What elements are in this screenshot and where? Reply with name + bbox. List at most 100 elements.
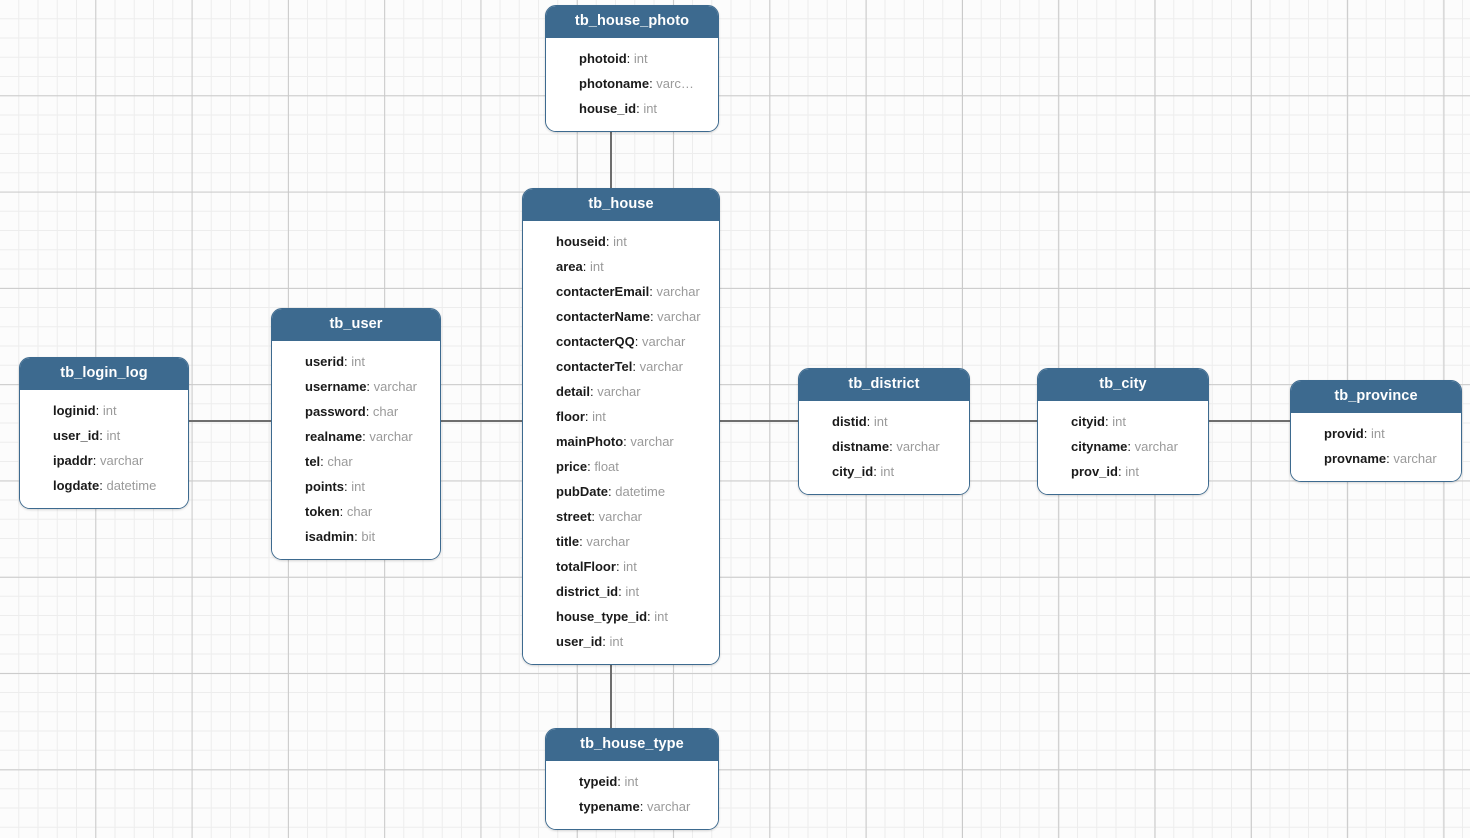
field-row[interactable]: photoname: varc… xyxy=(546,71,718,96)
field-row[interactable]: totalFloor: int xyxy=(523,554,719,579)
entity-header-tb_province[interactable]: tb_province xyxy=(1291,381,1461,413)
field-name: mainPhoto xyxy=(556,433,624,449)
field-row[interactable]: district_id: int xyxy=(523,579,719,604)
field-type: int xyxy=(880,463,895,479)
field-name: floor xyxy=(556,408,585,424)
field-row[interactable]: provid: int xyxy=(1291,421,1461,446)
field-type: datetime xyxy=(106,477,157,493)
field-separator: : xyxy=(605,233,614,249)
field-type: varchar xyxy=(1134,438,1178,454)
field-type: int xyxy=(1125,463,1139,479)
field-row[interactable]: pubDate: datetime xyxy=(523,479,719,504)
entity-header-tb_city[interactable]: tb_city xyxy=(1038,369,1208,401)
field-row[interactable]: provname: varchar xyxy=(1291,446,1461,471)
field-row[interactable]: username: varchar xyxy=(272,374,440,399)
field-row[interactable]: area: int xyxy=(523,254,719,279)
field-type: int xyxy=(609,633,624,649)
field-row[interactable]: house_type_id: int xyxy=(523,604,719,629)
field-row[interactable]: tel: char xyxy=(272,449,440,474)
field-row[interactable]: points: int xyxy=(272,474,440,499)
entity-header-tb_house[interactable]: tb_house xyxy=(523,189,719,221)
connector-district-to-city xyxy=(969,420,1038,422)
field-row[interactable]: contacterQQ: varchar xyxy=(523,329,719,354)
field-separator: : xyxy=(1127,438,1135,454)
field-row[interactable]: contacterEmail: varchar xyxy=(523,279,719,304)
field-name: street xyxy=(556,508,592,524)
field-row[interactable]: token: char xyxy=(272,499,440,524)
field-name: realname xyxy=(305,428,363,444)
field-name: contacterName xyxy=(556,308,650,324)
field-name: userid xyxy=(305,353,345,369)
entity-header-tb_user[interactable]: tb_user xyxy=(272,309,440,341)
field-row[interactable]: user_id: int xyxy=(523,629,719,654)
field-row[interactable]: userid: int xyxy=(272,349,440,374)
field-name: prov_id xyxy=(1071,463,1118,479)
field-row[interactable]: price: float xyxy=(523,454,719,479)
field-row[interactable]: houseid: int xyxy=(523,229,719,254)
field-name: token xyxy=(305,503,340,519)
field-row[interactable]: cityid: int xyxy=(1038,409,1208,434)
field-row[interactable]: loginid: int xyxy=(20,398,188,423)
field-separator: : xyxy=(866,413,874,429)
field-row[interactable]: user_id: int xyxy=(20,423,188,448)
field-row[interactable]: contacterTel: varchar xyxy=(523,354,719,379)
field-row[interactable]: floor: int xyxy=(523,404,719,429)
field-name: typeid xyxy=(579,773,618,789)
field-name: provname xyxy=(1324,450,1387,466)
field-row[interactable]: typename: varchar xyxy=(546,794,718,819)
entity-header-tb_house_photo[interactable]: tb_house_photo xyxy=(546,6,718,38)
field-type: varchar xyxy=(639,358,683,374)
field-row[interactable]: cityname: varchar xyxy=(1038,434,1208,459)
field-type: int xyxy=(592,408,606,424)
entity-header-tb_login_log[interactable]: tb_login_log xyxy=(20,358,188,390)
field-name: loginid xyxy=(53,402,96,418)
entity-header-tb_district[interactable]: tb_district xyxy=(799,369,969,401)
field-separator: : xyxy=(626,50,634,66)
field-row[interactable]: city_id: int xyxy=(799,459,969,484)
field-name: detail xyxy=(556,383,590,399)
field-type: varchar xyxy=(586,533,630,549)
field-name: points xyxy=(305,478,344,494)
field-row[interactable]: street: varchar xyxy=(523,504,719,529)
field-row[interactable]: realname: varchar xyxy=(272,424,440,449)
field-row[interactable]: photoid: int xyxy=(546,46,718,71)
field-row[interactable]: password: char xyxy=(272,399,440,424)
field-separator: : xyxy=(617,773,625,789)
field-separator: : xyxy=(591,508,599,524)
field-name: user_id xyxy=(53,427,100,443)
connector-login_log-to-user xyxy=(188,420,272,422)
field-type: varchar xyxy=(369,428,413,444)
connector-user-to-house xyxy=(440,420,523,422)
field-row[interactable]: isadmin: bit xyxy=(272,524,440,549)
field-row[interactable]: prov_id: int xyxy=(1038,459,1208,484)
field-row[interactable]: logdate: datetime xyxy=(20,473,188,498)
field-separator: : xyxy=(634,333,642,349)
entity-header-tb_house_type[interactable]: tb_house_type xyxy=(546,729,718,761)
field-row[interactable]: detail: varchar xyxy=(523,379,719,404)
field-row[interactable]: contacterName: varchar xyxy=(523,304,719,329)
field-row[interactable]: title: varchar xyxy=(523,529,719,554)
field-row[interactable]: mainPhoto: varchar xyxy=(523,429,719,454)
field-separator: : xyxy=(639,798,647,814)
field-row[interactable]: ipaddr: varchar xyxy=(20,448,188,473)
field-separator: : xyxy=(365,403,373,419)
field-row[interactable]: typeid: int xyxy=(546,769,718,794)
field-type: varchar xyxy=(597,383,641,399)
field-row[interactable]: distname: varchar xyxy=(799,434,969,459)
field-row[interactable]: house_id: int xyxy=(546,96,718,121)
field-row[interactable]: distid: int xyxy=(799,409,969,434)
field-name: house_type_id xyxy=(556,608,648,624)
field-separator: : xyxy=(95,402,103,418)
